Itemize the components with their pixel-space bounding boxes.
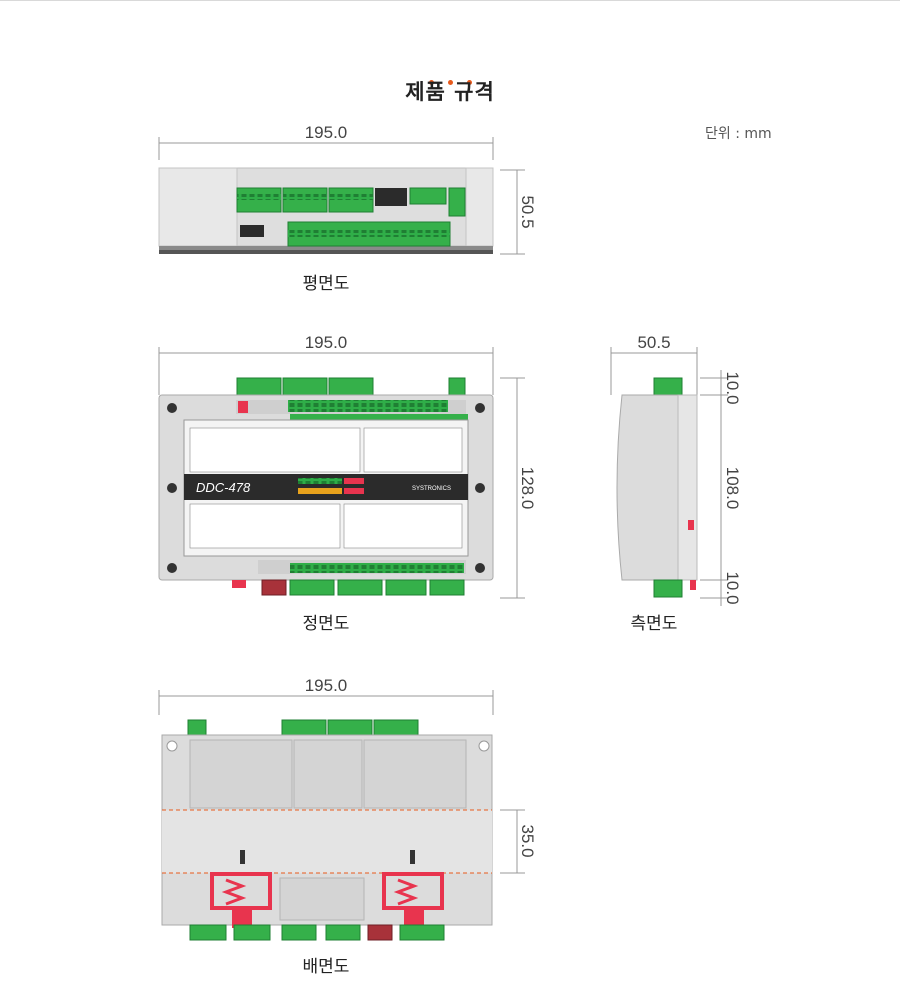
front-view: 195.0 128.0 DDC-478 SYSTRONICS xyxy=(158,333,537,599)
model-label: DDC-478 xyxy=(196,480,251,495)
side-view-caption: 측면도 xyxy=(631,614,678,634)
front-view-caption: 정면도 xyxy=(303,614,350,634)
side-seg-bot-dim: 10.0 xyxy=(723,571,742,604)
top-divider xyxy=(0,0,900,1)
back-width-dim: 195.0 xyxy=(305,676,348,695)
top-width-dim: 195.0 xyxy=(305,123,348,142)
title-dots xyxy=(0,70,900,89)
side-view: 50.5 10.0 108.0 10.0 xyxy=(610,333,742,606)
back-rail-dim: 35.0 xyxy=(518,824,537,857)
side-seg-mid-dim: 108.0 xyxy=(723,467,742,510)
front-height-dim: 128.0 xyxy=(518,467,537,510)
front-width-dim: 195.0 xyxy=(305,333,348,352)
side-width-dim: 50.5 xyxy=(637,333,670,352)
brand-label: SYSTRONICS xyxy=(412,486,451,492)
top-view: 195.0 50.5 xyxy=(158,123,537,255)
back-view: 195.0 35.0 xyxy=(158,676,537,941)
side-seg-top-dim: 10.0 xyxy=(723,371,742,404)
page-title: 제품 규격 xyxy=(405,80,495,104)
top-view-caption: 평면도 xyxy=(303,274,350,294)
back-view-caption: 배면도 xyxy=(303,957,350,977)
top-height-dim: 50.5 xyxy=(518,195,537,228)
unit-label: 단위 : mm xyxy=(705,126,772,142)
